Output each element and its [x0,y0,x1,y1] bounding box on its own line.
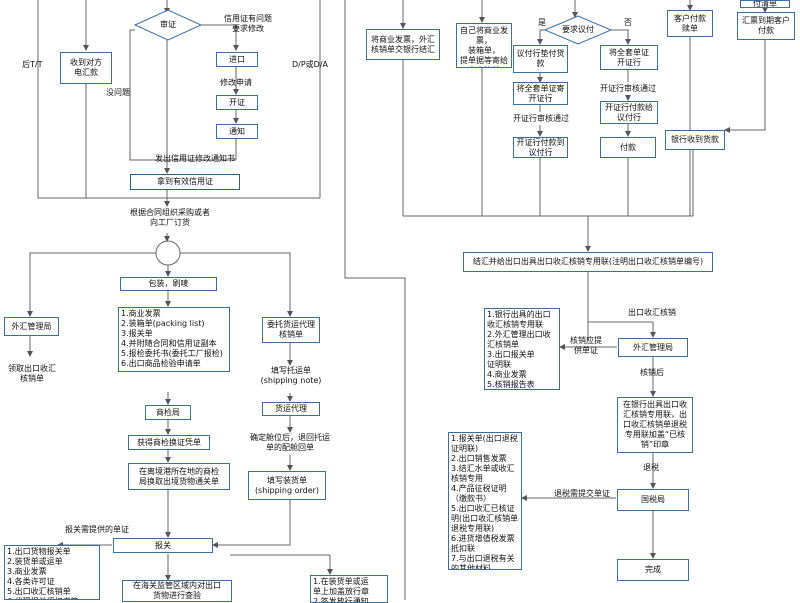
box-negotiating-bank-pays: 议付行垫付货 款 [513,45,568,73]
label-verify-evidence: 核销应提 供单证 [570,336,602,355]
box-inspection-bureau: 商检局 [145,405,191,420]
box-docs-list: 1.商业发票 2.装箱单(packing list) 3.报关单 4.并附随合同… [118,307,230,372]
box-customs-supervision: 在海关监管区域内对出口 货物进行查验 [122,580,232,602]
label-collect-form: 领取出口收汇 核销单 [8,364,56,383]
label-export-verify: 出口收汇核销 [628,308,676,317]
box-issuing-pays-negotiating: 开证行付款到 议付行 [513,137,568,158]
box-get-valid-lc: 拿到有效信用证 [130,174,240,190]
label-after-tt: 后T/T [22,60,43,69]
box-verify-docs-list: 1.银行出具的出口 收汇核销专用联 2.外汇管理出口收 汇核销单 3.出口报关单… [484,308,560,390]
label-tax-refund: 退税 [643,463,659,472]
box-done: 完成 [617,559,689,581]
box-bank-receives: 银行收到货款 [665,130,725,150]
decision-review-lc: 审证 [160,20,176,29]
box-shipping-note: 1.在装货单或运 单上加盖放行章 2.签发放行通知 [310,575,388,603]
label-no: 否 [624,18,632,27]
box-tax-list: 1.报关单(出口退税 证明联) 2.出口销售发票 3.结汇水单或收汇 核销专用 … [448,432,522,570]
box-issue: 开证 [216,95,258,110]
box-stamp-text: 在银行出具出口收 汇核销专用联，出 口收汇核销单退税 专用联加盖“已核 销”印章 [617,397,693,453]
box-fill-shipping-order: 填写装货单 (shipping order) [248,471,326,500]
box-tax-bureau: 国税局 [617,489,689,511]
box-freight-agent: 货运代理 [262,402,320,416]
box-fx-bureau: 外汇管理局 [4,317,59,336]
box-send-full-docs: 将全套单证 开证行 [600,45,658,70]
label-customs-docs-title: 报关需提供的单证 [65,525,129,534]
box-customer-pays: 客户付款 赎单 [667,10,713,37]
label-after-verify: 核销后 [640,368,664,377]
decision-require-letter: 要求议付 [562,25,594,34]
box-full-docs-to-bank: 将全套单证寄 开证行 [513,82,568,105]
box-fx-bureau-2: 外汇管理局 [618,338,688,357]
label-organize-purchase: 根据合同组织采购或者 向工厂订货 [130,208,210,227]
box-exchange-form: 在离境港所在地的商检 局换取出境货物通关单 [128,463,230,490]
box-compile-docs: 将商业发票，外汇 核销单交银行结汇 [366,29,440,60]
box-get-certificate: 获得商检换证凭单 [128,435,210,450]
label-amend-request: 修改申请 [220,78,252,87]
box-receive-payment: 收到对方 电汇款 [60,52,112,84]
label-fill-note: 填写托运单 (shipping note) [260,366,322,385]
label-issuing-bank-check: 开证行审核通过 [600,84,656,93]
box-import: 进口 [216,52,258,67]
box-self-docs: 银行结汇 自己将商业发票， 装箱单， 提单据等寄给 客户清关 [456,23,512,68]
box-pay: 付款 [600,137,656,158]
box-pay-negotiating: 开证行付款给 议付行 [600,101,658,124]
label-no-problem: 没问题 [106,88,130,97]
label-tax-docs-title: 退税需提交单证 [554,489,610,498]
box-declare: 报关 [113,538,213,553]
box-notify: 通知 [216,124,258,139]
box-packing: 包装，刷唛 [120,277,217,291]
label-yes: 是 [538,18,546,27]
box-pay-bank: 付清单 [740,0,790,8]
label-send-amendment: 发出信用证修改通知书 [155,154,235,163]
box-remit-to-bank: 汇票到期客户 付款 [737,12,795,40]
label-confirm-booking: 确定舱位后，退回托运 单的配舱回单 [250,433,330,452]
box-customs-list: 1.出口货物报关单 2.装货单或运单 3.商业发票 4.各类许可证 5.出口收汇… [4,545,100,600]
box-entrust-agent: 委托货运代理 核销单 [262,317,320,343]
label-dp-da: D/P或D/A [292,60,329,69]
box-settle-top: 结汇并给出口出具出口收汇核销专用联(注明出口收汇核销单编号) [463,252,713,272]
label-issuing-bank-check-2: 开证行审核通过 [513,114,569,123]
label-lc-problem: 信用证有问题 要求修改 [224,14,272,33]
